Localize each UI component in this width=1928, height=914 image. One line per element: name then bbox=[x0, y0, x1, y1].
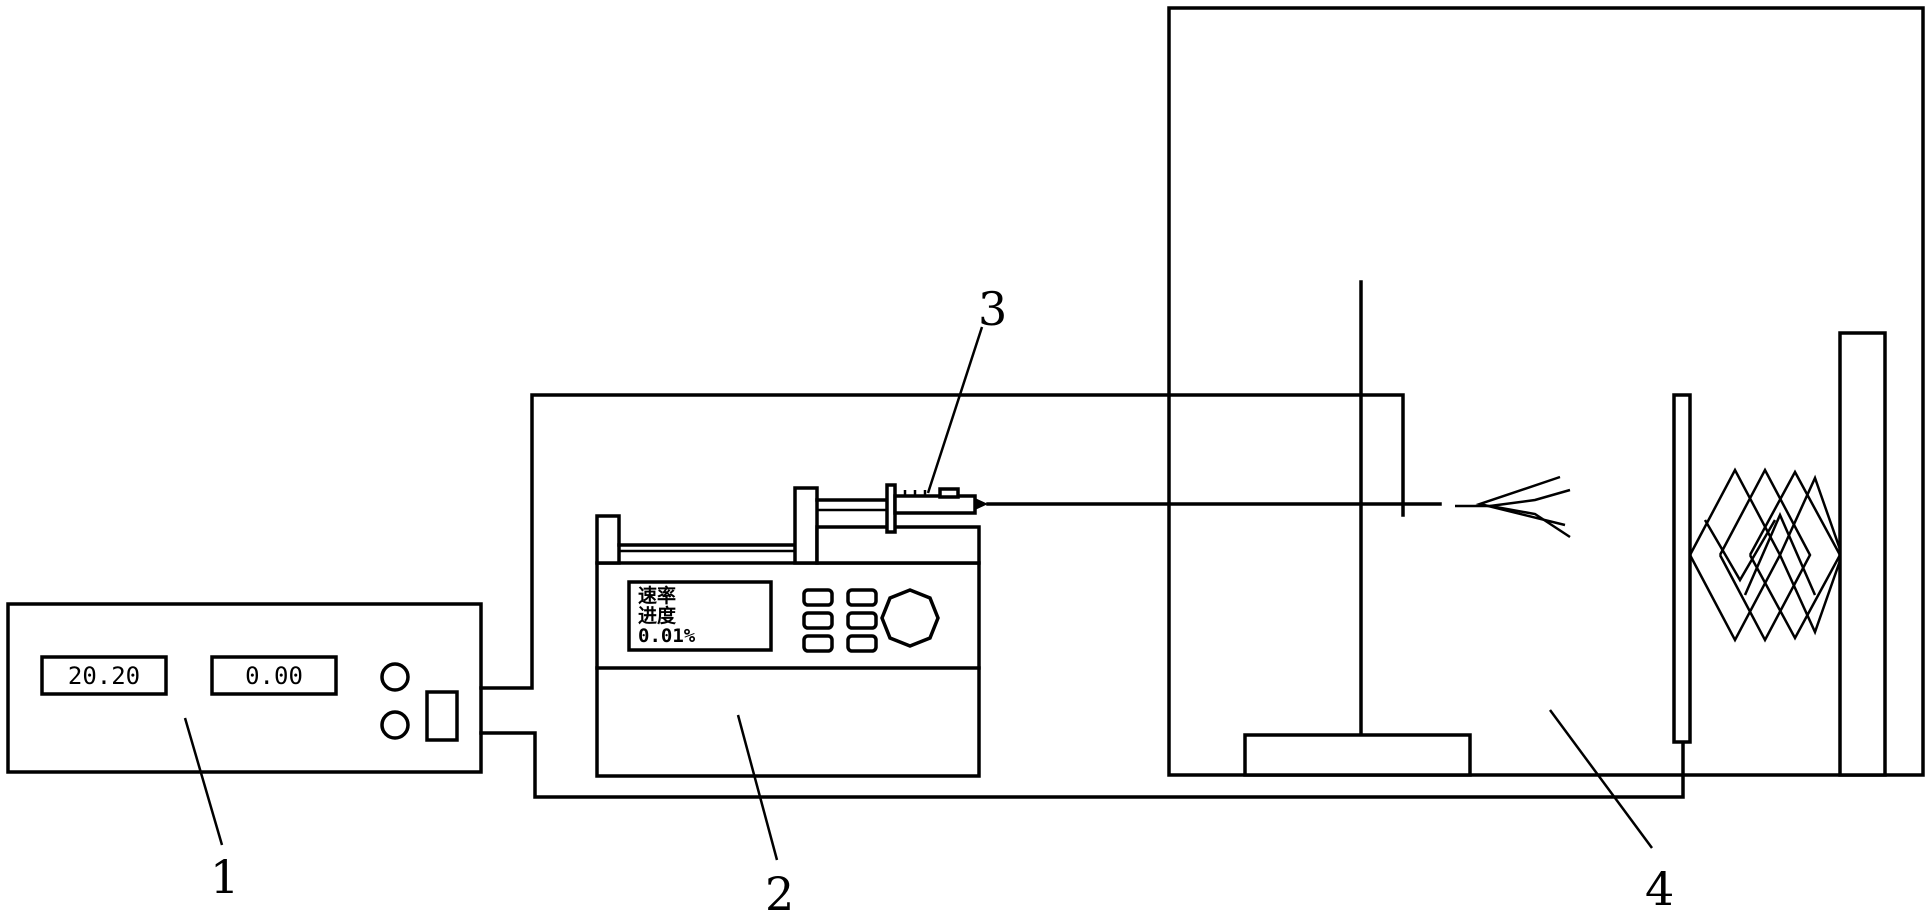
lower-wire bbox=[479, 731, 1685, 799]
needle-stand-base bbox=[1243, 733, 1472, 777]
knob-upper bbox=[380, 662, 410, 692]
voltage-display-value: 20.20 bbox=[68, 662, 140, 690]
mesh-diamond bbox=[1688, 467, 1782, 643]
jet-lower-branch bbox=[1489, 504, 1571, 539]
lcd-line-progress: 进度 bbox=[638, 604, 677, 627]
reference-labels: 1 2 3 4 bbox=[183, 282, 1674, 914]
label-3: 3 bbox=[978, 282, 1007, 336]
jet-outer bbox=[1475, 475, 1566, 527]
barrel-cap bbox=[938, 487, 960, 499]
pump-pusher-block bbox=[793, 486, 819, 565]
pump-syringe-cradle bbox=[815, 525, 981, 565]
high-voltage-power-supply: 20.20 0.00 bbox=[6, 602, 483, 774]
upper-wire bbox=[479, 393, 1405, 690]
wires bbox=[479, 393, 1685, 799]
jet-upper-branch bbox=[1489, 488, 1571, 508]
pump-left-post bbox=[595, 514, 621, 565]
chamber-outline bbox=[1167, 6, 1925, 777]
current-display bbox=[210, 655, 338, 696]
collector-chamber bbox=[1167, 6, 1925, 777]
leader-line-4 bbox=[1548, 709, 1654, 849]
voltage-display bbox=[40, 655, 168, 696]
key bbox=[802, 611, 834, 630]
mesh-zigzag bbox=[1743, 511, 1817, 596]
pump-keypad bbox=[802, 588, 878, 653]
mesh-zigzag bbox=[1703, 519, 1777, 583]
label-1: 1 bbox=[210, 850, 239, 904]
leader-line-3 bbox=[926, 326, 984, 494]
power-switch bbox=[425, 690, 459, 742]
knob-lower bbox=[380, 710, 410, 740]
collector-plate bbox=[1672, 393, 1692, 744]
pump-dial bbox=[880, 588, 940, 648]
key bbox=[802, 588, 834, 607]
key bbox=[846, 588, 878, 607]
taylor-cone-jet bbox=[1455, 475, 1571, 539]
syringe-barrel bbox=[893, 494, 977, 515]
lcd-line-rate: 速率 bbox=[638, 584, 676, 607]
label-2: 2 bbox=[765, 867, 794, 914]
current-display-value: 0.00 bbox=[245, 662, 303, 690]
fiber-mesh bbox=[1688, 467, 1844, 643]
pump-lcd bbox=[627, 580, 773, 652]
key bbox=[802, 634, 834, 653]
key bbox=[846, 611, 878, 630]
grounded-electrode-post bbox=[1838, 331, 1887, 777]
leader-line-2 bbox=[736, 714, 779, 861]
syringe-pump: 速率 进度 0.01% bbox=[595, 486, 981, 778]
lcd-line-percent: 0.01% bbox=[638, 625, 696, 647]
leader-line-1 bbox=[183, 717, 224, 846]
syringe-tip bbox=[975, 498, 988, 510]
label-4: 4 bbox=[1645, 862, 1674, 914]
mesh-diamond bbox=[1718, 467, 1812, 643]
syringe bbox=[815, 483, 1442, 534]
key bbox=[846, 634, 878, 653]
